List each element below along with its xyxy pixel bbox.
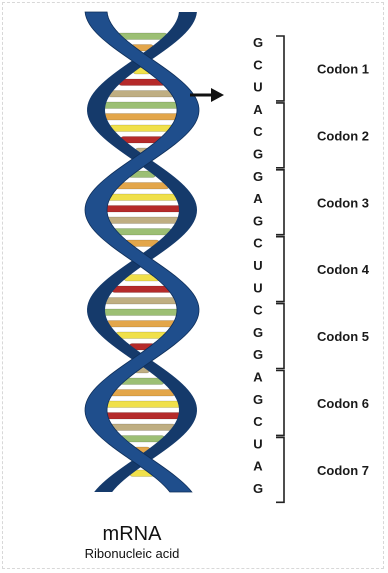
base-letter: G bbox=[253, 481, 263, 496]
base-letter: C bbox=[253, 124, 263, 139]
base-pair bbox=[109, 390, 175, 397]
base-letter: G bbox=[253, 213, 263, 228]
base-pair bbox=[109, 125, 175, 132]
base-pair bbox=[102, 309, 182, 316]
base-letter: G bbox=[253, 325, 263, 340]
base-letter: U bbox=[253, 258, 262, 273]
codon-bracket bbox=[276, 304, 284, 369]
base-letter: G bbox=[253, 347, 263, 362]
base-pair bbox=[112, 286, 173, 293]
codon-bracket bbox=[276, 170, 284, 235]
base-letter: A bbox=[253, 191, 263, 206]
diagram-subtitle: Ribonucleic acid bbox=[85, 546, 180, 561]
codon-group: Codon 2 bbox=[276, 103, 369, 168]
base-letter: G bbox=[253, 147, 263, 162]
codon-bracket bbox=[276, 371, 284, 436]
base-letter: U bbox=[253, 280, 262, 295]
codon-label: Codon 2 bbox=[317, 128, 369, 143]
codon-bracket bbox=[276, 103, 284, 168]
codon-group: Codon 7 bbox=[276, 437, 369, 502]
codon-label: Codon 7 bbox=[317, 463, 369, 478]
base-pair bbox=[106, 321, 178, 328]
codon-list: Codon 1 Codon 2 Codon 3 Codon 4 Codon 5 Codon… bbox=[276, 36, 370, 502]
base-letter: A bbox=[253, 370, 263, 385]
base-pair bbox=[103, 114, 181, 121]
base-pair bbox=[112, 229, 172, 236]
base-pair bbox=[103, 413, 182, 420]
base-pair bbox=[115, 183, 169, 190]
base-letter: U bbox=[253, 80, 262, 95]
codon-group: Codon 6 bbox=[276, 371, 369, 436]
base-letter: C bbox=[253, 414, 263, 429]
codon-group: Codon 1 bbox=[276, 36, 369, 101]
base-letter: C bbox=[253, 236, 263, 251]
base-pair bbox=[103, 401, 181, 408]
base-pair bbox=[104, 217, 179, 224]
codon-group: Codon 3 bbox=[276, 170, 369, 235]
codon-label: Codon 1 bbox=[317, 61, 369, 76]
base-pair bbox=[104, 298, 180, 305]
base-letter: U bbox=[253, 436, 262, 451]
base-letter: C bbox=[253, 57, 263, 72]
base-pair bbox=[103, 102, 182, 109]
codon-bracket bbox=[276, 36, 284, 101]
base-pair bbox=[108, 91, 176, 98]
codon-group: Codon 4 bbox=[276, 237, 370, 302]
codon-group: Codon 5 bbox=[276, 304, 369, 369]
codon-label: Codon 4 bbox=[317, 262, 370, 277]
base-pair bbox=[106, 194, 178, 201]
base-letter: A bbox=[253, 102, 263, 117]
base-letter: G bbox=[253, 392, 263, 407]
base-letter: G bbox=[253, 35, 263, 50]
codon-label: Codon 5 bbox=[317, 329, 369, 344]
base-pair bbox=[108, 424, 175, 431]
codon-label: Codon 3 bbox=[317, 195, 369, 210]
base-letter: C bbox=[253, 303, 263, 318]
base-pair bbox=[102, 206, 182, 213]
codon-bracket bbox=[276, 237, 284, 302]
base-letter: A bbox=[253, 459, 263, 474]
mrna-helix bbox=[85, 12, 199, 492]
base-letter: G bbox=[253, 169, 263, 184]
diagram-title: mRNA bbox=[103, 523, 163, 545]
codon-label: Codon 6 bbox=[317, 396, 369, 411]
codon-bracket bbox=[276, 437, 284, 502]
